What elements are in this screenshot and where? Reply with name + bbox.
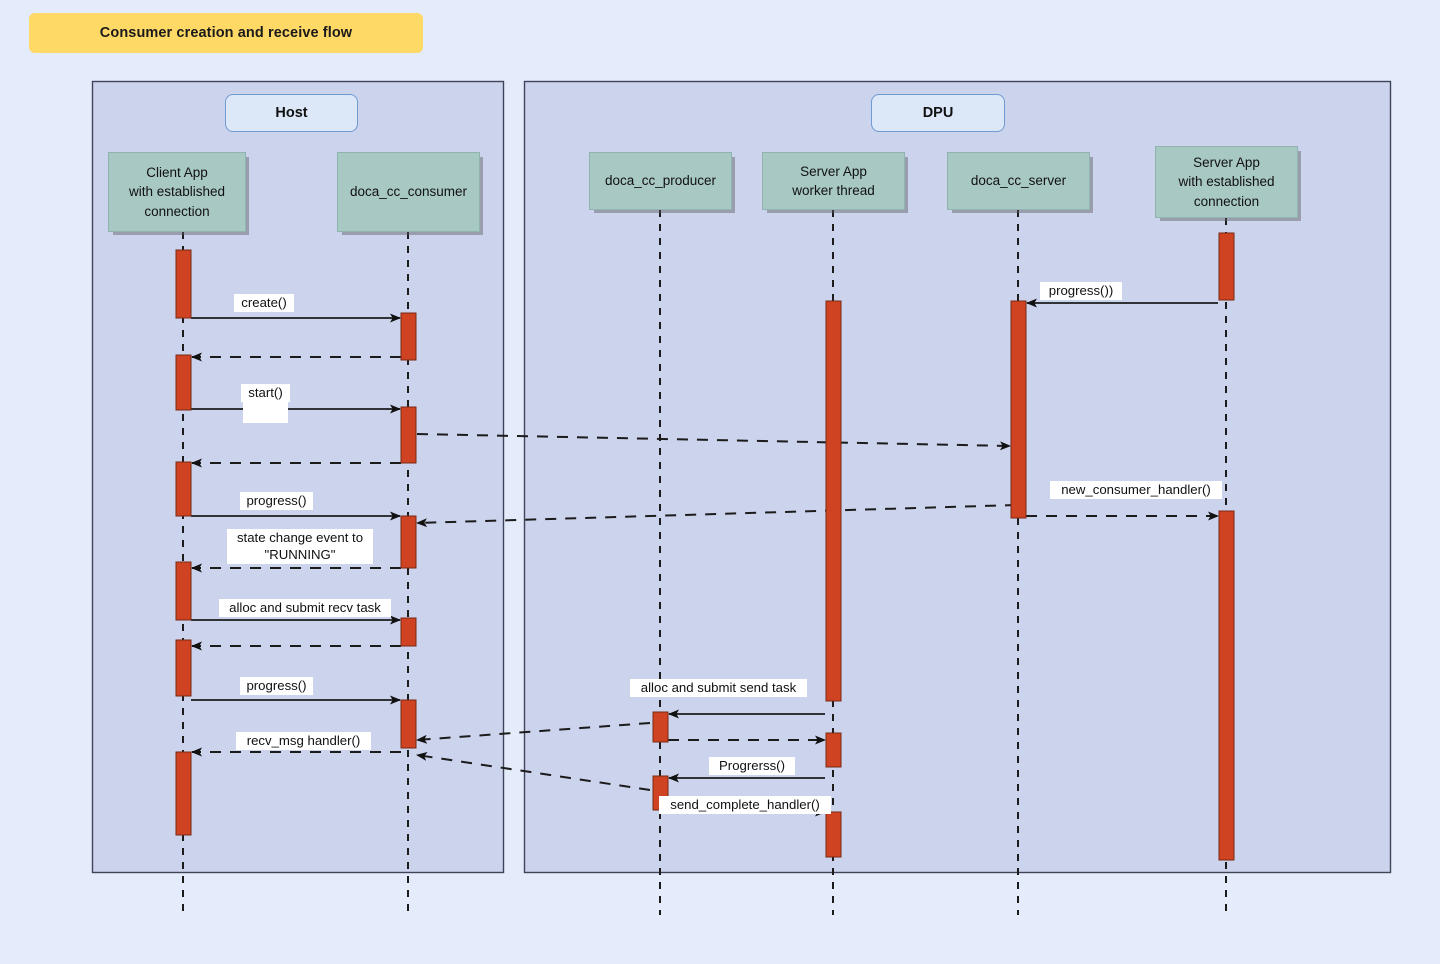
participant-label: doca_cc_consumer	[349, 184, 468, 200]
message-label-m-progress-1: progress()	[240, 492, 313, 510]
activations-layer	[175, 232, 1235, 861]
activation-bar-producer-act-1	[652, 711, 669, 743]
activation-bar-serverapp-act-2	[1218, 510, 1235, 861]
message-label-m-create: create()	[234, 294, 294, 312]
participant-doca-cc-consumer[interactable]: doca_cc_consumer	[337, 152, 480, 232]
message-label-m-new-consumer-handler: new_consumer_handler()	[1050, 481, 1222, 499]
activation-bar-client-act-6	[175, 751, 192, 836]
activation-bar-client-act-1	[175, 249, 192, 319]
activation-bar-server-act-main	[1010, 300, 1027, 519]
activation-bar-client-act-2	[175, 354, 192, 411]
activation-bar-consumer-act-5	[400, 699, 417, 749]
message-label-m-start: start()	[241, 384, 290, 402]
message-label-m-recv-msg-handler: recv_msg handler()	[236, 732, 371, 750]
activation-bar-client-act-5	[175, 639, 192, 697]
participant-label: doca_cc_server	[970, 173, 1067, 189]
page-title: Consumer creation and receive flow	[99, 25, 353, 41]
activation-bar-consumer-act-2	[400, 406, 417, 464]
activation-bar-consumer-act-1	[400, 312, 417, 361]
group-label-host: Host	[225, 94, 358, 132]
activation-bar-worker-act-3	[825, 811, 842, 858]
activation-bar-serverapp-act-1	[1218, 232, 1235, 301]
message-mask-m-start-whitebox	[243, 402, 288, 423]
message-label-m-progress-server: progress())	[1040, 282, 1122, 300]
diagram-title-banner: Consumer creation and receive flow	[29, 13, 423, 53]
activation-bar-worker-act-main	[825, 300, 842, 702]
message-label-m-send-complete-handler: send_complete_handler()	[659, 796, 831, 814]
participant-label: doca_cc_producer	[604, 173, 717, 189]
message-label-m-state-change: state change event to"RUNNING"	[227, 529, 373, 564]
message-label-m-progrerss: Progrerss()	[709, 757, 795, 775]
activation-bar-consumer-act-3	[400, 515, 417, 569]
group-label-dpu: DPU	[871, 94, 1005, 132]
message-label-m-alloc-recv: alloc and submit recv task	[219, 599, 391, 617]
activation-bar-client-act-4	[175, 561, 192, 621]
participant-doca-cc-server[interactable]: doca_cc_server	[947, 152, 1090, 210]
activation-bar-client-act-3	[175, 461, 192, 517]
message-label-m-progress-2: progress()	[240, 677, 313, 695]
participant-doca-cc-producer[interactable]: doca_cc_producer	[589, 152, 732, 210]
activation-bar-worker-act-2	[825, 732, 842, 768]
message-label-m-alloc-send: alloc and submit send task	[630, 679, 807, 697]
activation-bar-consumer-act-4	[400, 617, 417, 647]
